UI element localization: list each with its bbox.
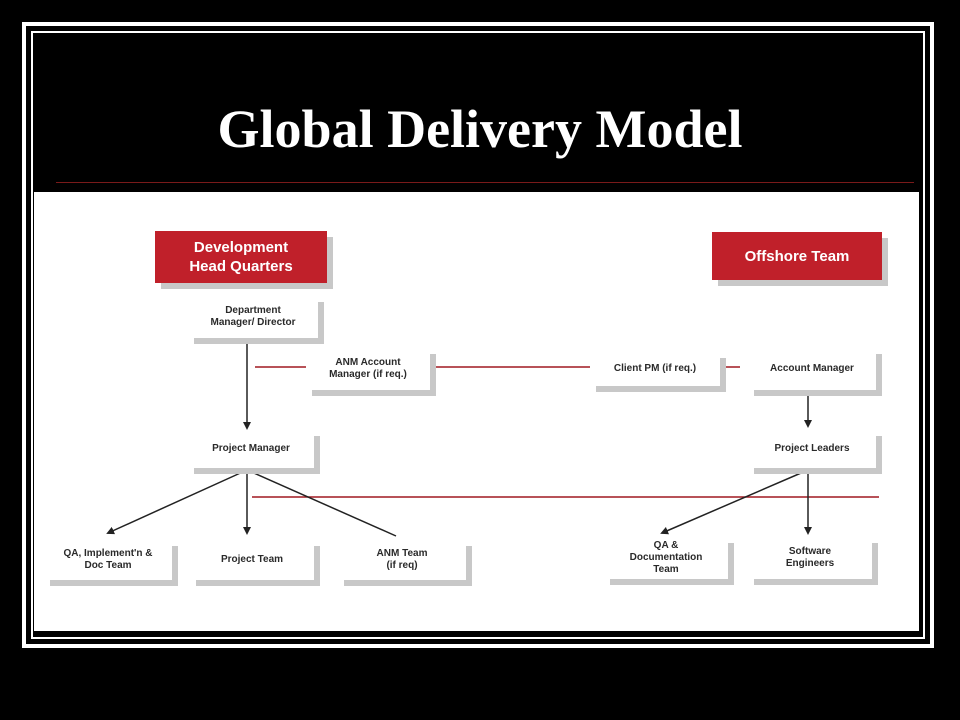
client-pm-box: Client PM (if req.) <box>590 352 720 386</box>
account-manager-box: Account Manager <box>748 348 876 390</box>
title-divider <box>56 182 914 183</box>
software-engineers-box: Software Engineers <box>748 537 872 579</box>
project-leaders-box: Project Leaders <box>748 430 876 468</box>
project-team-box: Project Team <box>190 540 314 580</box>
qa-documentation-team-box: QA & Documentation Team <box>604 537 728 579</box>
line-pm-to-anm-team <box>246 469 397 537</box>
arrow-pm-to-qa <box>106 469 248 535</box>
arrow-leaders-to-qa-doc <box>660 469 809 535</box>
development-hq-header: Development Head Quarters <box>155 231 327 283</box>
department-manager-box: Department Manager/ Director <box>188 296 318 338</box>
anm-account-manager-box: ANM Account Manager (if req.) <box>306 348 430 390</box>
slide-outer-border <box>22 22 934 648</box>
qa-implementation-doc-team-box: QA, Implement'n & Doc Team <box>44 540 172 580</box>
slide-title: Global Delivery Model <box>217 99 743 159</box>
anm-team-box: ANM Team (if req) <box>338 540 466 580</box>
project-manager-box: Project Manager <box>188 430 314 468</box>
offshore-team-header: Offshore Team <box>712 232 882 280</box>
slide-inner-border <box>31 31 925 639</box>
